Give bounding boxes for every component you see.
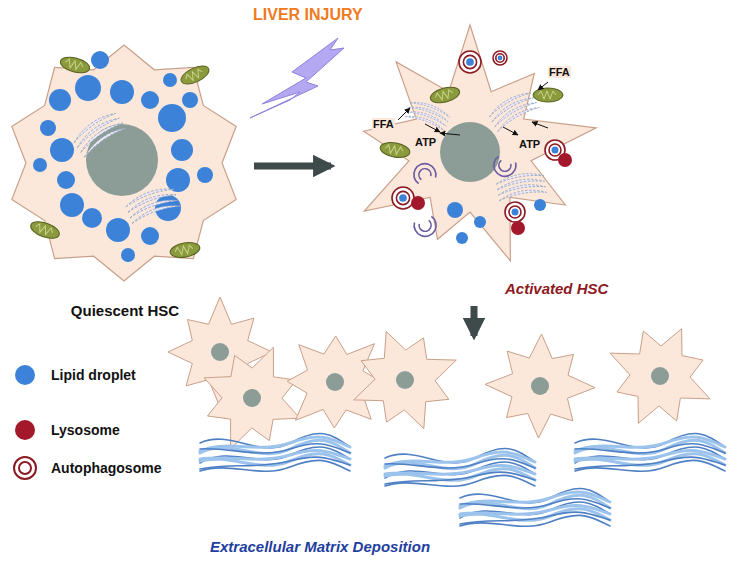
lipid-droplet <box>171 139 193 161</box>
lysosome <box>511 221 525 235</box>
phagophore <box>491 156 518 180</box>
nucleus <box>531 377 549 395</box>
mitochondrion <box>533 88 563 102</box>
activated-cell <box>485 334 595 438</box>
nucleus <box>440 122 500 182</box>
lipid-droplet <box>40 120 56 136</box>
mitochondrion <box>59 54 92 75</box>
atp-label: ATP <box>414 136 437 148</box>
small-arrow <box>532 122 548 128</box>
golgi <box>71 108 126 157</box>
legend-row: Lipid droplet <box>15 365 136 385</box>
lipid-droplet <box>456 232 468 244</box>
lipid-droplet <box>534 199 546 211</box>
autophagosome-sample <box>14 457 36 479</box>
collagen-fibre <box>385 472 535 484</box>
lipid-droplet <box>141 91 159 109</box>
autophagosome <box>493 51 507 65</box>
legend-swatch <box>15 365 35 385</box>
cell-caption: Extracellular Matrix Deposition <box>210 538 430 555</box>
lipid-droplet <box>158 104 186 132</box>
autophagosome <box>505 202 525 222</box>
phagophore <box>411 161 438 185</box>
legend-text: Lipid droplet <box>51 367 136 383</box>
legend-text: Autophagosome <box>51 460 161 476</box>
cell-group: Activated HSC <box>335 18 613 302</box>
activated-cell <box>204 347 300 448</box>
mitochondrion <box>429 84 462 105</box>
lipid-droplet <box>49 89 71 111</box>
mitochondrion <box>379 141 411 160</box>
lysosome <box>411 196 425 210</box>
collagen-fibre <box>200 457 350 469</box>
lipid-droplet <box>447 202 463 218</box>
quiescent-cell <box>12 45 236 281</box>
lipid-droplet <box>82 208 102 228</box>
activated-cell <box>354 332 457 429</box>
collagen-fibre <box>460 512 610 524</box>
phagophore <box>413 216 440 240</box>
legend-text: Lysosome <box>51 422 120 438</box>
activated-cell <box>287 336 383 428</box>
collagen-fibre <box>575 457 725 469</box>
lipid-droplet <box>106 218 130 242</box>
small-arrow <box>538 82 548 90</box>
flow-arrow <box>254 163 331 170</box>
lysosome <box>558 153 572 167</box>
lipid-droplet <box>50 138 74 162</box>
lipid-droplet <box>182 92 198 108</box>
autophagosome <box>392 187 414 209</box>
cell-caption: Quiescent HSC <box>71 302 179 319</box>
lipid-droplet <box>60 193 84 217</box>
lipid-droplet <box>197 167 213 183</box>
ffa-label: FFA <box>548 66 571 78</box>
small-arrow <box>398 108 410 120</box>
legend-row: Lysosome <box>15 420 120 440</box>
small-arrow <box>440 133 460 135</box>
lipid-droplet <box>121 248 135 262</box>
nucleus <box>243 389 261 407</box>
lipid-droplet <box>110 80 134 104</box>
lipid-droplet <box>57 171 75 189</box>
activated-cell <box>610 329 710 424</box>
autophagosome <box>459 51 481 73</box>
nucleus <box>651 367 669 385</box>
mitochondrion <box>29 218 62 241</box>
lightning-bolt <box>250 38 344 118</box>
lipid-droplet <box>141 227 159 245</box>
cell-caption: Activated HSC <box>505 280 608 297</box>
nucleus <box>326 373 344 391</box>
golgi <box>495 170 546 200</box>
lipid-droplet <box>33 158 47 172</box>
mitochondrion <box>178 62 211 87</box>
cell-group: Extracellular Matrix Deposition <box>160 340 735 570</box>
lipid-droplet <box>166 168 190 192</box>
golgi <box>486 88 539 131</box>
small-arrow <box>503 127 518 135</box>
nucleus <box>396 371 414 389</box>
lipid-droplet <box>474 216 486 228</box>
ffa-label: FFA <box>372 118 395 130</box>
activated-cell <box>364 25 596 261</box>
legend-swatch <box>15 420 35 440</box>
atp-label: ATP <box>518 138 541 150</box>
nucleus <box>211 343 229 361</box>
cell-group: Quiescent HSC <box>0 30 250 322</box>
small-arrow <box>425 124 440 132</box>
golgi <box>124 184 180 224</box>
injury-label: LIVER INJURY <box>252 6 364 24</box>
legend-spacer <box>15 458 35 478</box>
lipid-droplet <box>75 75 101 101</box>
lipid-droplet <box>163 73 177 87</box>
flow-arrow <box>471 306 478 336</box>
mitochondrion <box>169 241 201 260</box>
legend-row: Autophagosome <box>15 458 161 478</box>
lipid-droplet <box>91 51 109 69</box>
